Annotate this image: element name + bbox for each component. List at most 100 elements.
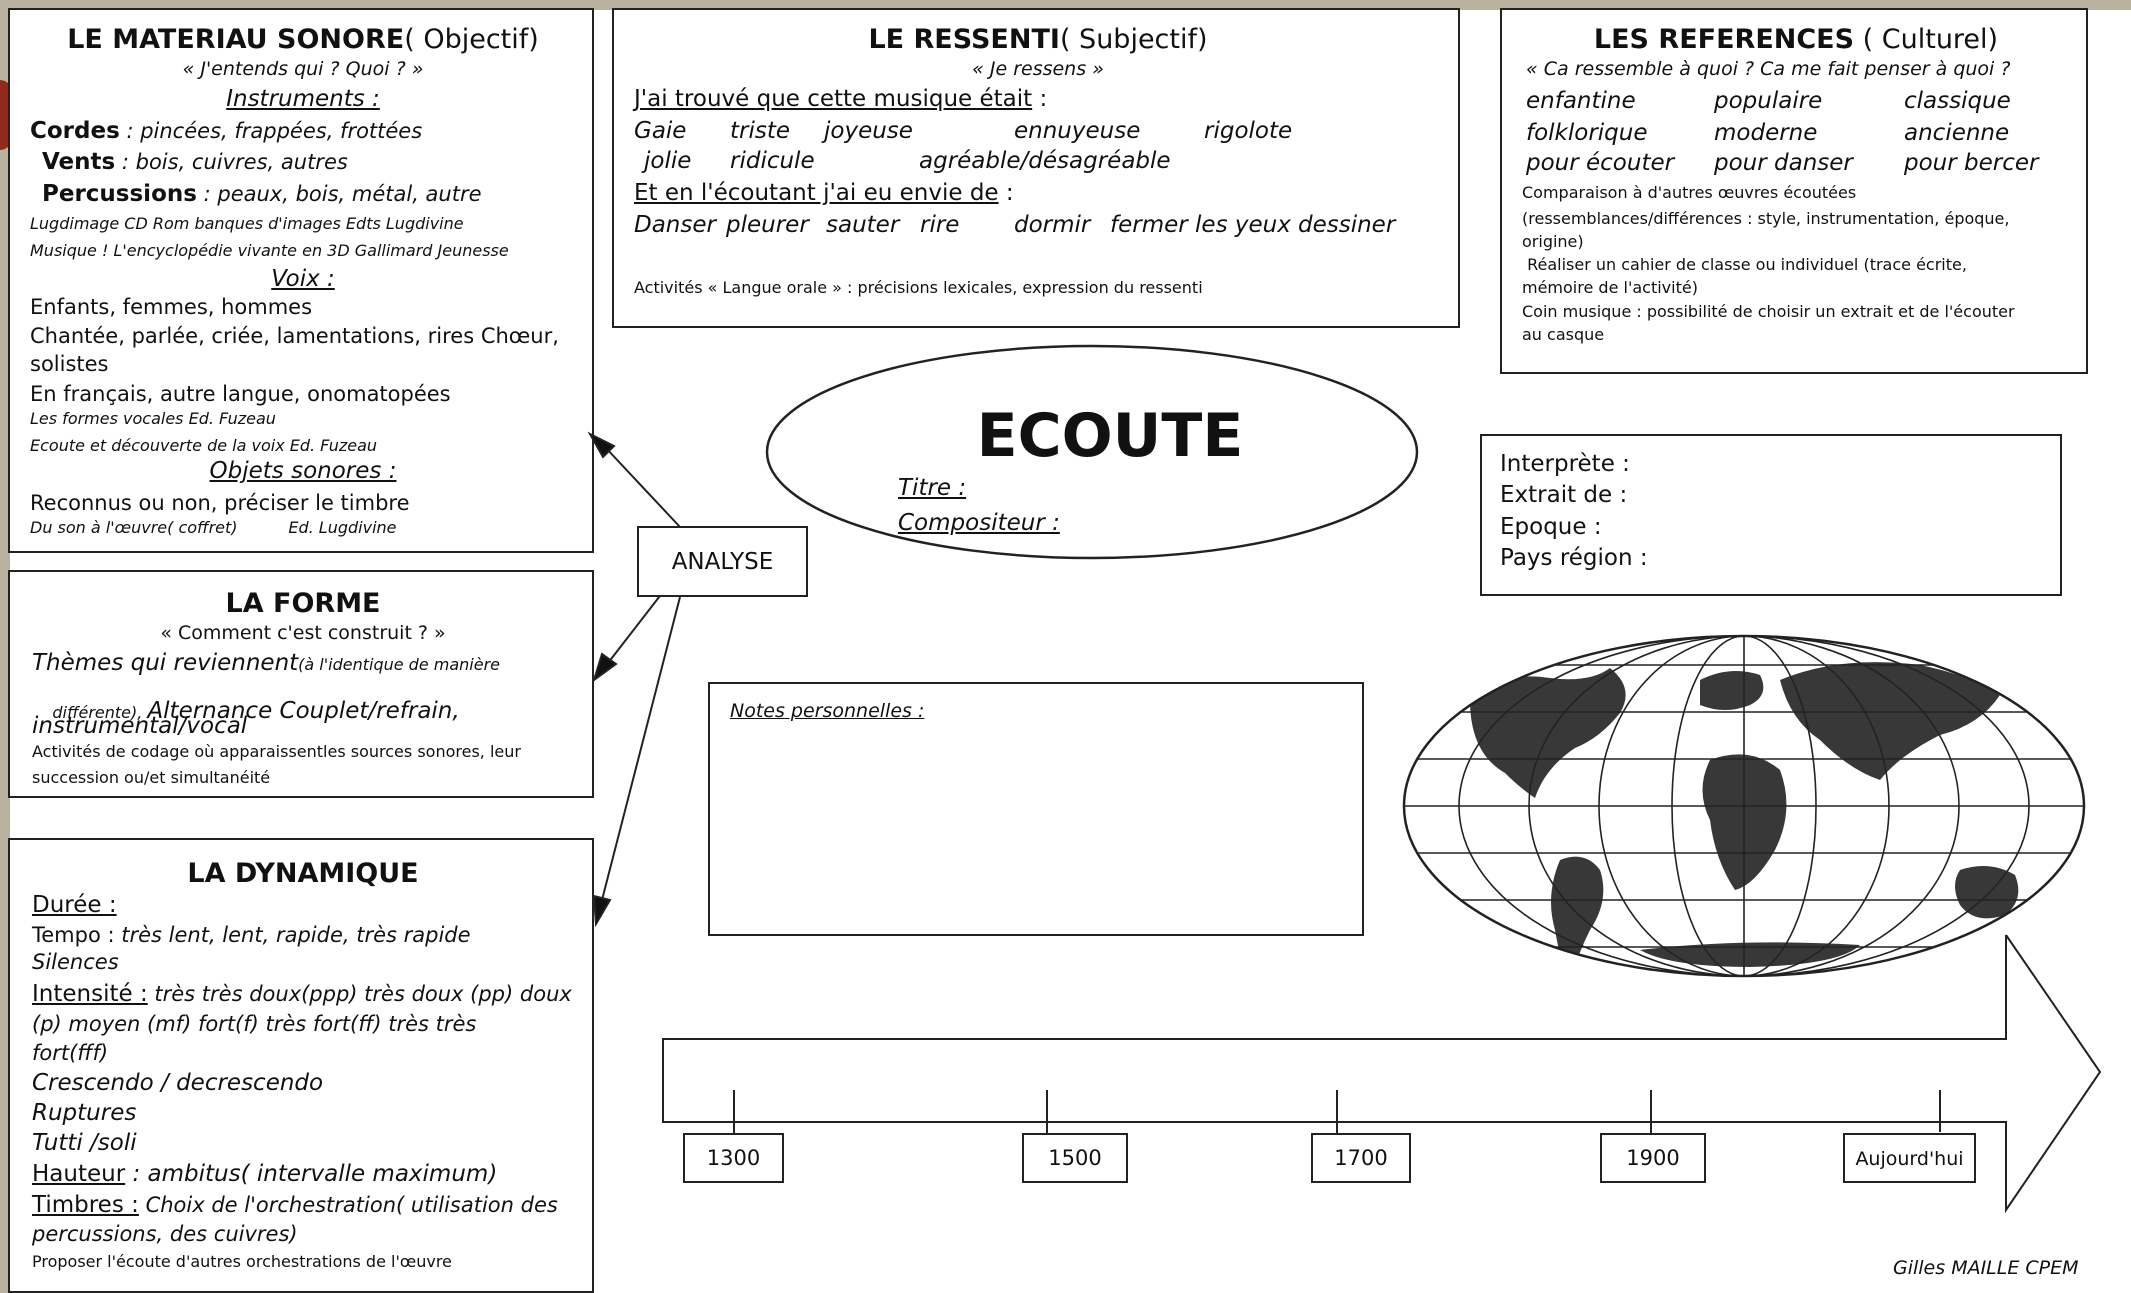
ressenti-title: LE RESSENTI( Subjectif) <box>868 24 1208 55</box>
verb-sauter: sauter <box>826 212 900 238</box>
titre-label: Titre : <box>898 475 967 501</box>
epoque-label: Epoque : <box>1500 514 1602 540</box>
ref-pour-bercer: pour bercer <box>1904 150 2039 176</box>
reference-encyclopedie: Musique ! L'encyclopédie vivante en 3D G… <box>30 241 509 260</box>
compositeur-label: Compositeur : <box>898 510 1060 536</box>
intensite-line-3: fort(fff) <box>32 1041 109 1065</box>
objets-line-1: Reconnus ou non, préciser le timbre <box>30 491 410 515</box>
duree-heading: Durée : <box>32 892 117 918</box>
pays-region-label: Pays région : <box>1500 545 1648 571</box>
timeline-label: Aujourd'hui <box>1855 1148 1964 1170</box>
analyse-box: ANALYSE <box>637 526 808 597</box>
ref-coin-2: au casque <box>1522 325 1605 344</box>
ressenti-line-2: Et en l'écoutant j'ai eu envie de : <box>634 180 1014 206</box>
crescendo-line: Crescendo / decrescendo <box>32 1070 324 1096</box>
adjective-triste: triste <box>730 118 791 144</box>
reference-lugdimage: Lugdimage CD Rom banques d'images Edts L… <box>30 214 464 233</box>
author-signature: Gilles MAILLE CPEM <box>1893 1257 2079 1279</box>
ref-cahier-1: Réaliser un cahier de classe ou individu… <box>1522 255 1967 274</box>
ref-ancienne: ancienne <box>1904 120 2010 146</box>
verb-fermer: fermer les yeux <box>1110 212 1291 238</box>
adjective-gaie: Gaie <box>634 118 687 144</box>
ruptures-line: Ruptures <box>32 1100 137 1126</box>
objets-heading: Objets sonores : <box>209 458 397 484</box>
tempo-line: Tempo : très lent, lent, rapide, très ra… <box>32 923 471 947</box>
ecoute-ellipse <box>765 344 1419 560</box>
reference-formes-vocales: Les formes vocales Ed. Fuzeau <box>30 409 276 428</box>
adjective-rigolote: rigolote <box>1204 118 1293 144</box>
forme-line-1: Thèmes qui reviennent(à l'identique de m… <box>32 650 501 676</box>
timeline-label: 1900 <box>1626 1146 1680 1170</box>
voix-line-3: solistes <box>30 352 109 376</box>
ref-coin-1: Coin musique : possibilité de choisir un… <box>1522 302 2015 321</box>
window-frame-left <box>0 0 10 1293</box>
dynamique-box: LA DYNAMIQUE Durée : Tempo : très lent, … <box>8 838 594 1293</box>
verb-danser: Danser <box>634 212 716 238</box>
verb-dormir: dormir <box>1014 212 1091 238</box>
references-box: LES REFERENCES ( Culturel) « Ca ressembl… <box>1500 8 2088 374</box>
timeline-mark-1500: 1500 <box>1022 1133 1128 1183</box>
adjective-ridicule: ridicule <box>730 148 815 174</box>
forme-line-5: succession ou/et simultanéité <box>32 768 271 787</box>
forme-line-4: Activités de codage où apparaissentles s… <box>32 742 521 761</box>
timbres-line-2: percussions, des cuivres) <box>32 1222 298 1246</box>
ref-classique: classique <box>1904 88 2011 114</box>
ref-pour-danser: pour danser <box>1714 150 1853 176</box>
ecoute-title: ECOUTE <box>976 401 1244 471</box>
notes-label: Notes personnelles : <box>730 700 925 722</box>
reference-ecoute-voix: Ecoute et découverte de la voix Ed. Fuze… <box>30 436 378 455</box>
materiau-title: LE MATERIAU SONORE( Objectif) <box>67 24 539 55</box>
timeline-mark-1700: 1700 <box>1311 1133 1411 1183</box>
ref-moderne: moderne <box>1714 120 1818 146</box>
adjective-ennuyeuse: ennuyeuse <box>1014 118 1141 144</box>
ref-populaire: populaire <box>1714 88 1823 114</box>
verb-dessiner: dessiner <box>1298 212 1396 238</box>
forme-title: LA FORME <box>225 588 381 619</box>
voix-line-2: Chantée, parlée, criée, lamentations, ri… <box>30 324 559 348</box>
verb-rire: rire <box>920 212 960 238</box>
timeline-ticks <box>733 1090 1941 1138</box>
materiau-sonore-box: LE MATERIAU SONORE( Objectif) « J'entend… <box>8 8 594 553</box>
adjective-joyeuse: joyeuse <box>824 118 913 144</box>
ref-comparaison-2: (ressemblances/différences : style, inst… <box>1522 209 2010 228</box>
voix-line-1: Enfants, femmes, hommes <box>30 295 313 319</box>
proposer-line: Proposer l'écoute d'autres orchestration… <box>32 1252 452 1271</box>
timeline-label: 1300 <box>706 1146 761 1170</box>
forme-box: LA FORME « Comment c'est construit ? » T… <box>8 570 594 798</box>
ref-folklorique: folklorique <box>1526 120 1648 146</box>
tutti-line: Tutti /soli <box>32 1130 137 1156</box>
adjective-jolie: jolie <box>644 148 692 174</box>
ressenti-line-1: J'ai trouvé que cette musique était : <box>634 86 1048 112</box>
interprete-label: Interprète : <box>1500 451 1630 477</box>
ref-cahier-2: mémoire de l'activité) <box>1522 278 1698 297</box>
dynamique-title: LA DYNAMIQUE <box>187 858 419 889</box>
extrait-label: Extrait de : <box>1500 482 1628 508</box>
ref-comparaison-1: Comparaison à d'autres œuvres écoutées <box>1522 183 1857 202</box>
intensite-line-2: (p) moyen (mf) fort(f) très fort(ff) trè… <box>32 1012 477 1036</box>
cordes-line: Cordes : pincées, frappées, frottées <box>30 118 423 144</box>
instruments-heading: Instruments : <box>226 86 380 112</box>
hauteur-line: Hauteur : ambitus( intervalle maximum) <box>32 1161 498 1187</box>
adjective-agreable: agréable/désagréable <box>919 148 1171 174</box>
notes-box: Notes personnelles : <box>708 682 1364 936</box>
percussions-line: Percussions : peaux, bois, métal, autre <box>42 181 482 207</box>
ref-enfantine: enfantine <box>1526 88 1636 114</box>
silences-line: Silences <box>32 950 119 974</box>
timeline-label: 1700 <box>1334 1146 1388 1170</box>
ressenti-activities: Activités « Langue orale » : précisions … <box>634 278 1203 297</box>
ressenti-subtitle: « Je ressens » <box>972 58 1104 80</box>
vents-line: Vents : bois, cuivres, autres <box>42 149 348 175</box>
forme-subtitle: « Comment c'est construit ? » <box>160 622 446 644</box>
materiau-subtitle: « J'entends qui ? Quoi ? » <box>182 58 424 80</box>
timeline-mark-aujourdhui: Aujourd'hui <box>1843 1133 1976 1183</box>
verb-pleurer: pleurer <box>726 212 809 238</box>
analyse-label: ANALYSE <box>671 549 774 575</box>
ressenti-box: LE RESSENTI( Subjectif) « Je ressens » J… <box>612 8 1460 328</box>
ref-comparaison-3: origine) <box>1522 232 1584 251</box>
world-map-icon <box>1402 634 2086 978</box>
timeline-mark-1300: 1300 <box>683 1133 784 1183</box>
analyse-arrows <box>587 431 681 928</box>
references-title: LES REFERENCES ( Culturel) <box>1593 24 1999 55</box>
timeline-label: 1500 <box>1048 1146 1102 1170</box>
